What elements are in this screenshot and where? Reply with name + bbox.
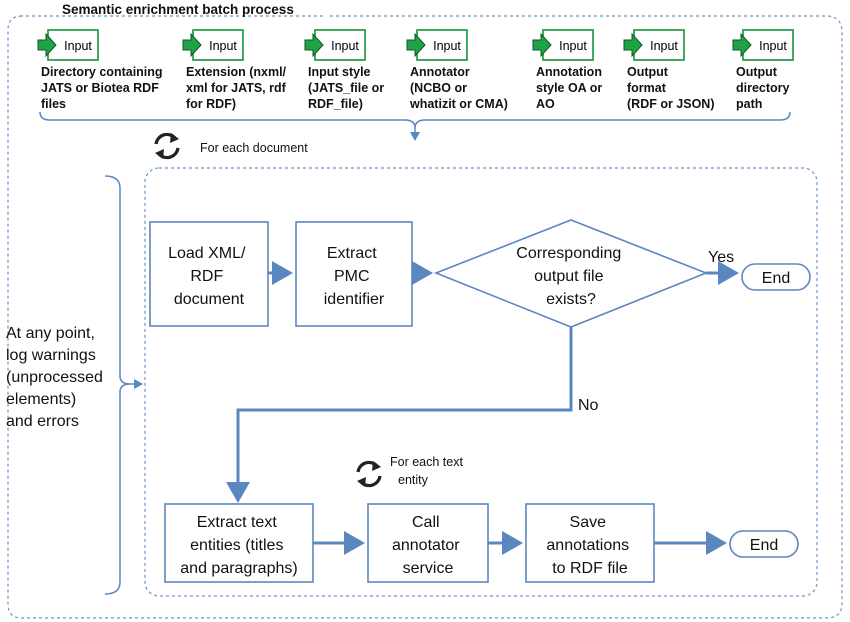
input-label: Input [209, 39, 237, 53]
inner-container [144, 167, 818, 597]
page-title: Semantic enrichment batch process [62, 2, 294, 17]
input-arrow-icon [182, 32, 202, 58]
input-label: Input [331, 39, 359, 53]
input-arrow-icon [623, 32, 643, 58]
end-terminal-top [741, 263, 811, 291]
step-extract-pmc-label: Extract PMC identifier [324, 245, 385, 308]
input-arrow-icon [532, 32, 552, 58]
step-extract-text-label: Extract text entities (titles and paragr… [180, 514, 297, 577]
side-note: At any point, log warnings (unprocessed … [6, 325, 107, 430]
step-extract-text [164, 503, 314, 583]
loop-text-icon [356, 460, 382, 488]
input-arrow-icon [304, 32, 324, 58]
inputs-brace [39, 111, 791, 129]
input-label: Input [64, 39, 92, 53]
loop-text-label: For each text entity [390, 455, 466, 487]
loop-document-icon [154, 132, 180, 160]
input-label: Input [650, 39, 678, 53]
no-label: No [578, 397, 599, 414]
outer-container [7, 15, 843, 619]
step-extract-pmc [295, 221, 413, 327]
input-arrow-icon [406, 32, 426, 58]
step-call-annotator-label: Call annotator service [392, 514, 464, 577]
end-terminal-bottom-label: End [750, 537, 778, 554]
input-label: Input [559, 39, 587, 53]
input-arrow-icon [37, 32, 57, 58]
arrow-no-branch [226, 327, 573, 503]
end-terminal-top-label: End [762, 270, 790, 287]
loop-document-label: For each document [200, 141, 308, 155]
yes-label: Yes [708, 249, 734, 266]
side-brace [104, 175, 131, 595]
input-label: Input [433, 39, 461, 53]
step-call-annotator [367, 503, 489, 583]
end-terminal-bottom [729, 530, 799, 558]
step-save-annotations-label: Save annotations to RDF file [546, 514, 633, 577]
input-arrow-icon [732, 32, 752, 58]
step-load-document-label: Load XML/ RDF document [168, 245, 250, 308]
input-label: Input [759, 39, 787, 53]
decision-label: Corresponding output file exists? [516, 245, 625, 308]
step-load-document [149, 221, 269, 327]
